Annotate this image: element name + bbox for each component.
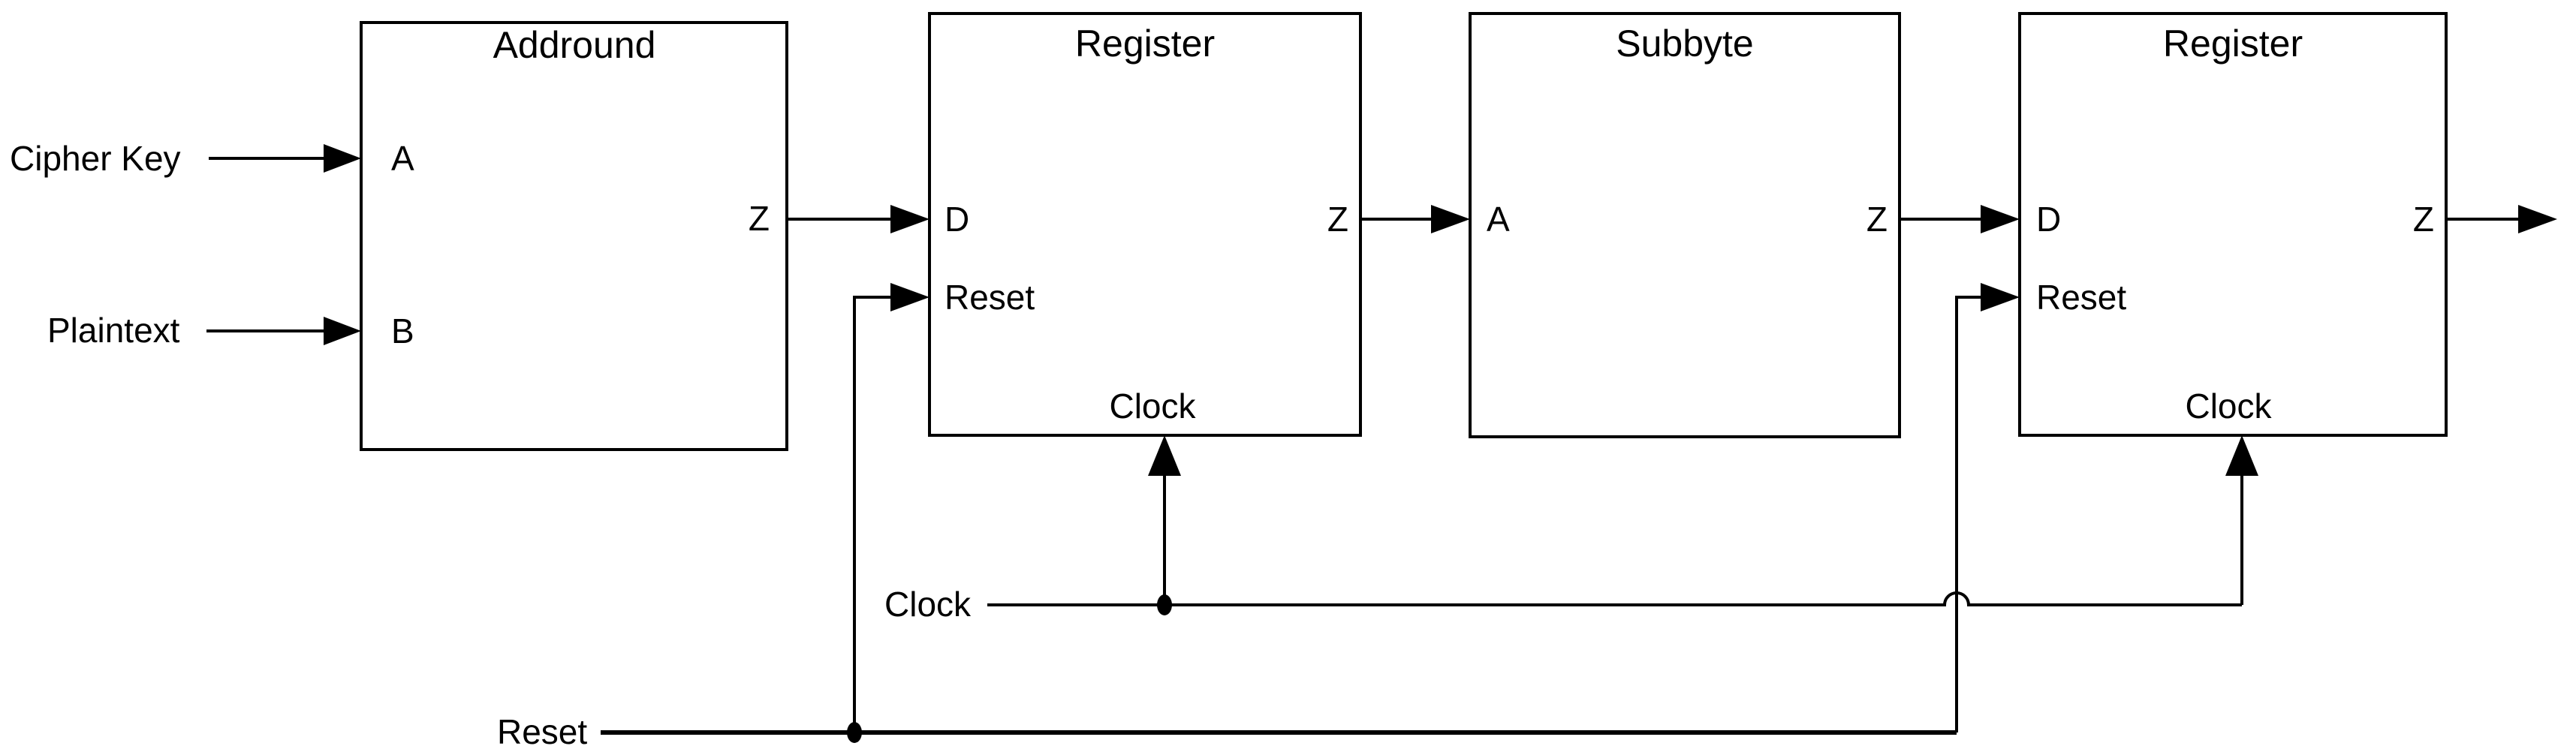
register2-port-reset-label: Reset: [2036, 278, 2126, 317]
plaintext-label: Plaintext: [47, 311, 180, 350]
register2-d-arrowhead-icon: [1981, 205, 2020, 233]
addround-to-register1-wire-group: [787, 205, 929, 233]
register2-output-wire-group: [2446, 205, 2557, 233]
reset-label: Reset: [497, 712, 587, 751]
cipher-key-label: Cipher Key: [10, 139, 181, 178]
cipher-key-arrowhead-icon: [324, 144, 361, 173]
register1-port-z-label: Z: [1327, 200, 1348, 239]
subbyte-title: Subbyte: [1616, 23, 1753, 65]
subbyte-to-register2-wire-group: [1900, 205, 2020, 233]
register1-block-group: Register D Reset Z Clock: [928, 12, 1362, 437]
clock-signal-group: Clock: [884, 435, 2258, 624]
clock-label: Clock: [884, 585, 972, 624]
addround-port-z-label: Z: [749, 199, 770, 238]
register2-block: [2018, 12, 2448, 437]
register1-title: Register: [1075, 23, 1215, 65]
addround-block: [360, 21, 788, 451]
addround-port-a-label: A: [391, 139, 414, 178]
register2-title: Register: [2163, 23, 2303, 65]
plaintext-signal-group: Plaintext: [47, 311, 361, 350]
reset-branch-register1-wire: [853, 296, 893, 732]
register1-block: [928, 12, 1362, 437]
subbyte-port-z-label: Z: [1866, 200, 1888, 239]
plaintext-arrowhead-icon: [324, 317, 361, 345]
subbyte-port-a-label: A: [1487, 200, 1510, 239]
register2-reset-arrowhead-icon: [1981, 283, 2020, 311]
subbyte-block: [1469, 12, 1901, 438]
register2-clock-arrowhead-icon: [2225, 435, 2258, 476]
register2-port-clock-label: Clock: [2185, 387, 2272, 426]
register1-to-subbyte-wire-group: [1360, 205, 1470, 233]
register1-port-clock-label: Clock: [1109, 387, 1196, 426]
register2-block-group: Register D Reset Z Clock: [2018, 12, 2448, 437]
register1-clock-arrowhead-icon: [1148, 435, 1181, 476]
register2-port-z-label: Z: [2413, 200, 2434, 239]
addround-title: Addround: [493, 24, 656, 66]
output-arrowhead-icon: [2518, 205, 2557, 233]
register1-d-arrowhead-icon: [890, 205, 929, 233]
reset-branch-register2-wire: [1955, 296, 1984, 732]
register1-reset-arrowhead-icon: [890, 283, 929, 311]
subbyte-a-arrowhead-icon: [1431, 205, 1470, 233]
addround-port-b-label: B: [391, 311, 414, 350]
clock-rail: [987, 591, 2242, 606]
register2-port-d-label: D: [2036, 200, 2061, 239]
register1-port-d-label: D: [945, 200, 969, 239]
cipher-key-signal-group: Cipher Key: [10, 139, 361, 178]
register1-port-reset-label: Reset: [945, 278, 1035, 317]
addround-block-group: Addround A B Z: [360, 21, 788, 451]
subbyte-block-group: Subbyte A Z: [1469, 12, 1901, 438]
reset-signal-group: Reset: [497, 283, 2020, 751]
